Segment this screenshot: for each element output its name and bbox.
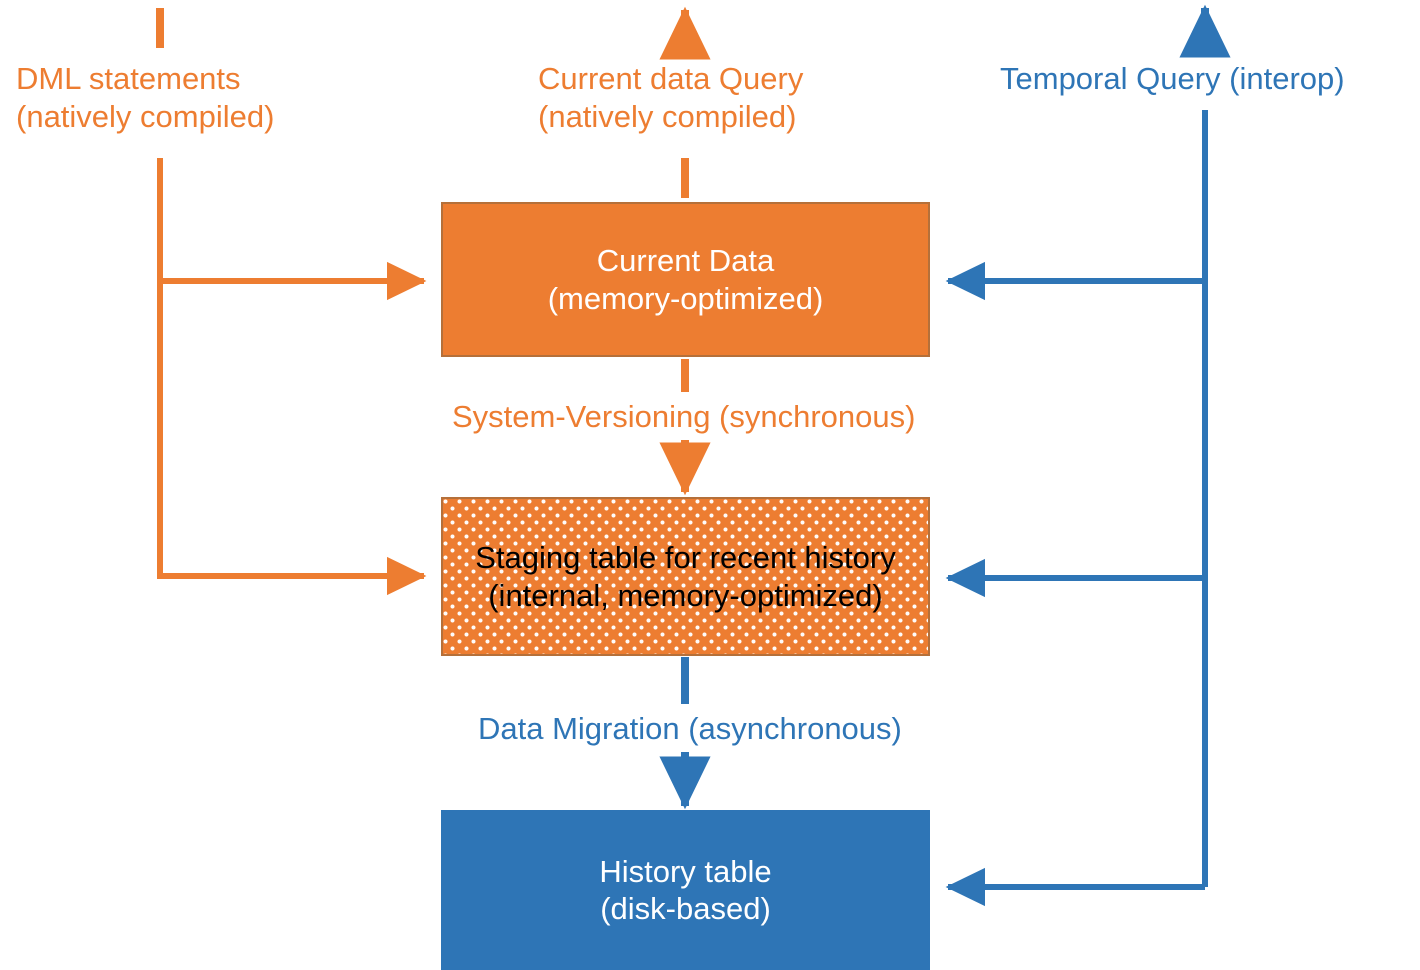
node-history-table-label: History table (disk-based): [599, 853, 772, 926]
node-current-data[interactable]: Current Data (memory-optimized): [441, 202, 930, 357]
connector-dml-to-current-data: [157, 158, 427, 301]
node-staging-table-label: Staging table for recent history (intern…: [475, 540, 896, 613]
caption-current-data-query: Current data Query (natively compiled): [538, 61, 804, 134]
caption-temporal-query: Temporal Query (interop): [1000, 61, 1345, 96]
caption-data-migration: Data Migration (asynchronous): [478, 711, 902, 746]
caption-dml-statements: DML statements (natively compiled): [16, 61, 275, 134]
caption-system-versioning: System-Versioning (synchronous): [452, 399, 916, 434]
node-staging-table[interactable]: Staging table for recent history (intern…: [441, 497, 930, 656]
node-current-data-label: Current Data (memory-optimized): [547, 243, 824, 316]
node-history-table[interactable]: History table (disk-based): [441, 810, 930, 970]
connector-dml-to-staging-table: [157, 281, 427, 596]
